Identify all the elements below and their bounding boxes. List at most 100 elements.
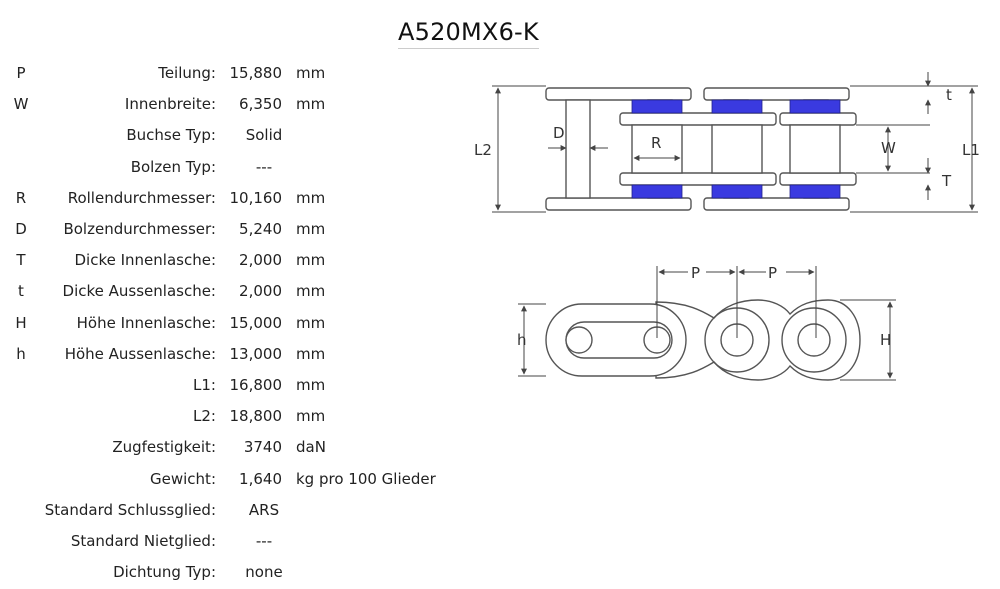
spec-row: Zugfestigkeit: 3740 daN	[0, 432, 470, 463]
roller-left	[631, 124, 683, 174]
pin-left	[565, 99, 591, 199]
spec-row: Bolzen Typ:---	[0, 152, 470, 183]
spec-symbol: D	[15, 220, 27, 238]
spec-unit: mm	[296, 282, 326, 301]
spec-value: 15,880	[229, 64, 283, 82]
inner-plate-top-left	[619, 112, 777, 126]
spec-value: ---	[255, 532, 273, 550]
spec-row: W Innenbreite: 6,350 mm	[0, 89, 470, 120]
spec-label: Standard Schlussglied:	[44, 500, 216, 519]
spec-label: L1:	[193, 376, 216, 394]
spec-value: 1,640	[239, 469, 282, 488]
spec-unit: mm	[296, 344, 326, 363]
seal-rings	[631, 99, 841, 199]
spec-row: h Höhe Aussenlasche: 13,000 mm	[0, 339, 470, 370]
spec-symbol: R	[15, 188, 27, 207]
inner-plate-top-right	[779, 112, 857, 126]
label-t: t	[946, 86, 952, 104]
spec-label: Gewicht:	[150, 469, 216, 488]
label-T: T	[941, 172, 952, 190]
outer-plate-top-left	[545, 87, 692, 101]
label-H: H	[880, 331, 891, 349]
outer-plate-bottom-left	[545, 197, 692, 211]
spec-row: P Teilung: 15,880 mm	[0, 58, 470, 89]
page-title: A520MX6-K	[398, 18, 539, 49]
roller-right	[789, 124, 841, 174]
roller-outline-4	[781, 307, 847, 373]
spec-label: Höhe Aussenlasche:	[64, 344, 216, 363]
spec-value: 2,000	[239, 251, 282, 270]
spec-label: L2:	[193, 407, 216, 426]
spec-label: Dicke Aussenlasche:	[62, 282, 216, 301]
pin-head-1	[565, 326, 593, 354]
label-W: W	[881, 139, 896, 157]
spec-value: ARS	[248, 500, 280, 519]
spec-value: 10,160	[229, 188, 283, 207]
inner-link-plate	[655, 299, 861, 381]
spec-label: Innenbreite:	[124, 95, 216, 114]
label-L2: L2	[474, 141, 492, 159]
inner-plate-bottom-right	[779, 172, 857, 186]
spec-value: 6,350	[239, 95, 282, 114]
pin-head-4	[797, 323, 831, 357]
spec-unit: mm	[296, 64, 326, 82]
spec-value: 16,800	[229, 376, 283, 394]
spec-symbol: P	[16, 64, 26, 82]
spec-label: Rollendurchmesser:	[67, 188, 216, 207]
spec-value: Solid	[245, 126, 283, 145]
spec-unit: mm	[296, 95, 326, 114]
spec-label: Dichtung Typ:	[113, 563, 216, 582]
roller-mid	[711, 124, 763, 174]
spec-label: Bolzen Typ:	[130, 157, 216, 176]
spec-value: 2,000	[239, 282, 282, 301]
spec-unit: mm	[296, 251, 326, 270]
spec-unit: mm	[296, 188, 326, 207]
label-D: D	[553, 124, 565, 142]
label-P-2: P	[768, 264, 777, 282]
spec-value: 3740	[243, 438, 282, 457]
spec-row: Standard Nietglied: ---	[0, 526, 470, 557]
seal-ring-3	[789, 99, 841, 114]
spec-symbol: W	[13, 95, 29, 114]
top-view-dimensions	[492, 72, 978, 213]
outer-plate-bottom-right	[703, 197, 850, 211]
seal-ring-1	[631, 99, 683, 114]
spec-label: Höhe Innenlasche:	[76, 313, 216, 332]
seal-ring-6	[789, 184, 841, 199]
spec-row: R Rollendurchmesser: 10,160 mm	[0, 183, 470, 214]
spec-row: D Bolzendurchmesser: 5,240 mm	[0, 214, 470, 245]
outer-plate-top-right	[703, 87, 850, 101]
side-view-dimensions	[518, 266, 896, 381]
spec-row: L1: 16,800 mm	[0, 370, 470, 401]
seal-ring-5	[711, 184, 763, 199]
spec-row: Standard Schlussglied: ARS	[0, 495, 470, 526]
spec-symbol: H	[15, 313, 27, 332]
spec-label: Dicke Innenlasche:	[74, 251, 217, 270]
spec-unit: mm	[296, 313, 326, 332]
spec-label: Standard Nietglied:	[70, 532, 216, 550]
spec-value: none	[245, 563, 283, 582]
spec-label: Bolzendurchmesser:	[63, 220, 216, 238]
spec-unit: daN	[296, 438, 326, 457]
spec-unit: mm	[296, 407, 326, 426]
label-R: R	[651, 134, 661, 152]
label-L1: L1	[962, 141, 980, 159]
spec-unit: mm	[296, 376, 326, 394]
spec-value: 13,000	[229, 344, 283, 363]
spec-row: Dichtung Typ: none	[0, 557, 470, 588]
spec-value: 15,000	[229, 313, 283, 332]
spec-symbol: t	[18, 282, 24, 301]
spec-unit: mm	[296, 220, 326, 238]
spec-value: 5,240	[239, 220, 282, 238]
spec-row: t Dicke Aussenlasche: 2,000 mm	[0, 276, 470, 307]
seal-ring-4	[631, 184, 683, 199]
chain-side-view	[545, 299, 861, 381]
spec-label: Buchse Typ:	[126, 126, 216, 145]
spec-label: Teilung:	[158, 64, 216, 82]
spec-symbol: h	[16, 344, 26, 363]
spec-label: Zugfestigkeit:	[112, 438, 216, 457]
label-h: h	[517, 331, 527, 349]
spec-value: 18,800	[229, 407, 283, 426]
